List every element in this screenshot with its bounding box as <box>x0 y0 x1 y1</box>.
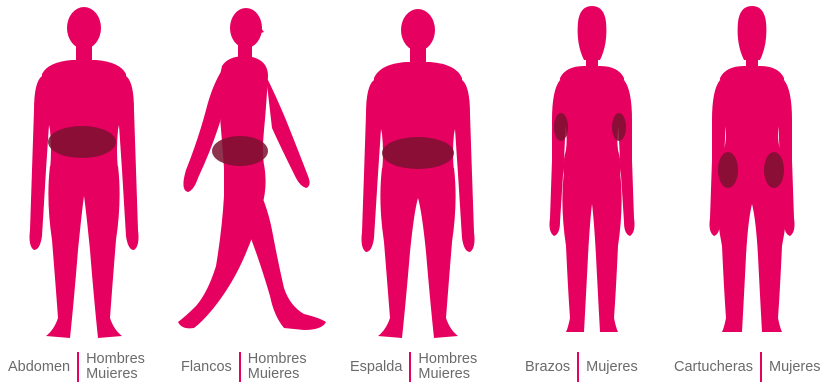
caption-flancos: Flancos Hombres Muieres <box>181 352 307 387</box>
audience-label: Hombres <box>418 352 477 367</box>
audience-list: Hombres Muieres <box>248 352 307 382</box>
caption-divider <box>77 352 79 382</box>
audience-list: Mujeres <box>586 352 638 375</box>
right-hip-zone-highlight-icon <box>764 152 784 188</box>
abdomen-zone-highlight-icon <box>48 126 116 158</box>
male-front-silhouette-icon <box>14 0 154 350</box>
caption-abdomen: Abdomen Hombres Muieres <box>8 352 145 387</box>
caption-brazos: Brazos Mujeres <box>525 352 638 387</box>
audience-label: Muieres <box>248 367 307 382</box>
audience-list: Hombres Muieres <box>86 352 145 382</box>
caption-divider <box>409 352 411 382</box>
audience-label: Mujeres <box>769 360 821 375</box>
female-back-silhouette-icon <box>700 0 810 350</box>
flank-zone-highlight-icon <box>212 136 268 166</box>
audience-label: Hombres <box>248 352 307 367</box>
audience-list: Hombres Muieres <box>418 352 477 382</box>
region-label: Espalda <box>350 352 402 375</box>
caption-cartucheras: Cartucheras Mujeres <box>674 352 821 387</box>
region-label: Brazos <box>525 352 570 375</box>
caption-divider <box>577 352 579 382</box>
right-arm-zone-highlight-icon <box>612 113 626 141</box>
male-back-silhouette-icon <box>348 0 488 350</box>
audience-label: Mujeres <box>586 360 638 375</box>
caption-espalda: Espalda Hombres Muieres <box>350 352 477 387</box>
audience-label: Muieres <box>86 367 145 382</box>
region-label: Flancos <box>181 352 232 375</box>
region-label: Abdomen <box>8 352 70 375</box>
female-front-silhouette-icon <box>536 0 646 350</box>
caption-divider <box>760 352 762 382</box>
caption-divider <box>239 352 241 382</box>
left-hip-zone-highlight-icon <box>718 152 738 188</box>
audience-list: Mujeres <box>769 352 821 375</box>
male-walking-silhouette-icon <box>172 0 332 350</box>
left-arm-zone-highlight-icon <box>554 113 568 141</box>
region-label: Cartucheras <box>674 352 753 375</box>
back-zone-highlight-icon <box>382 137 454 169</box>
audience-label: Hombres <box>86 352 145 367</box>
audience-label: Muieres <box>418 367 477 382</box>
